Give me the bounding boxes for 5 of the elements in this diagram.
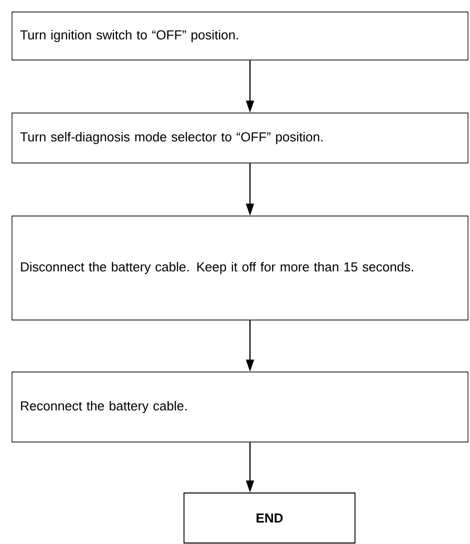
- step-box: Turn ignition switch to “OFF” position.: [12, 12, 468, 60]
- step-box: Disconnect the battery cable. Keep it off for more than 15 seconds.: [12, 216, 468, 320]
- end-box: END: [184, 492, 356, 544]
- step-box: Reconnect the battery cable.: [12, 372, 468, 442]
- step-box: Turn self-diagnosis mode selector to “OFF” position.: [12, 112, 468, 164]
